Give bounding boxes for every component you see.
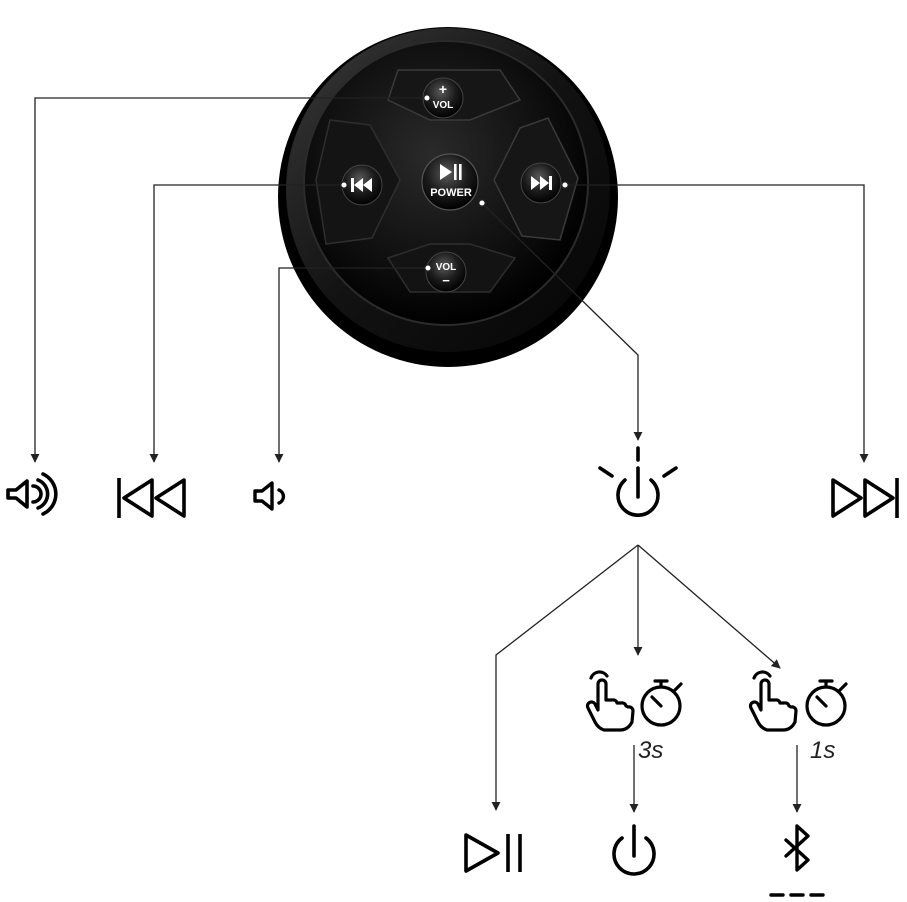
- bluetooth-icon: [769, 824, 825, 897]
- speaker-quiet-icon: [253, 481, 286, 511]
- connector-next: [565, 184, 869, 463]
- connector-branch-playpause: [491, 544, 639, 811]
- hand-press-icon: [585, 670, 635, 732]
- power-button[interactable]: POWER: [421, 153, 479, 211]
- prev-glyph-icon: [351, 178, 372, 192]
- connector-power: [480, 201, 643, 441]
- connector-prev: [149, 184, 343, 463]
- connector-endpoints: [340, 94, 569, 272]
- duration-3s-label: 3s: [638, 737, 663, 764]
- vol-up-symbol: +: [439, 81, 447, 97]
- power-icon: [612, 824, 656, 876]
- hand-press-icon: [748, 670, 798, 732]
- connectors: [30, 97, 869, 813]
- press-3s-group: 3s: [585, 670, 683, 764]
- power-blink-icon: [598, 446, 678, 517]
- play-pause-glyph-icon: [440, 164, 462, 180]
- speaker-loud-icon: [6, 472, 58, 516]
- next-glyph-icon: [531, 176, 552, 190]
- vol-down-symbol: −: [442, 273, 450, 288]
- power-label: POWER: [430, 187, 472, 199]
- connector-vol-down: [274, 267, 427, 463]
- prev-button[interactable]: [341, 164, 383, 206]
- skip-previous-icon: [117, 478, 186, 518]
- connector-branch-1s: [637, 544, 781, 669]
- vol-down-label: VOL: [436, 262, 457, 273]
- press-1s-group: 1s: [748, 670, 848, 764]
- stopwatch-icon: [805, 679, 848, 727]
- next-button[interactable]: [520, 162, 562, 204]
- vol-up-label: VOL: [433, 100, 454, 111]
- remote-device: + VOL VOL −: [278, 27, 618, 367]
- stopwatch-icon: [640, 679, 683, 727]
- duration-1s-label: 1s: [810, 737, 835, 764]
- connector-vol-up: [30, 97, 426, 463]
- skip-next-icon: [831, 478, 899, 518]
- play-pause-icon: [464, 833, 522, 873]
- vol-down-button[interactable]: VOL −: [425, 251, 467, 293]
